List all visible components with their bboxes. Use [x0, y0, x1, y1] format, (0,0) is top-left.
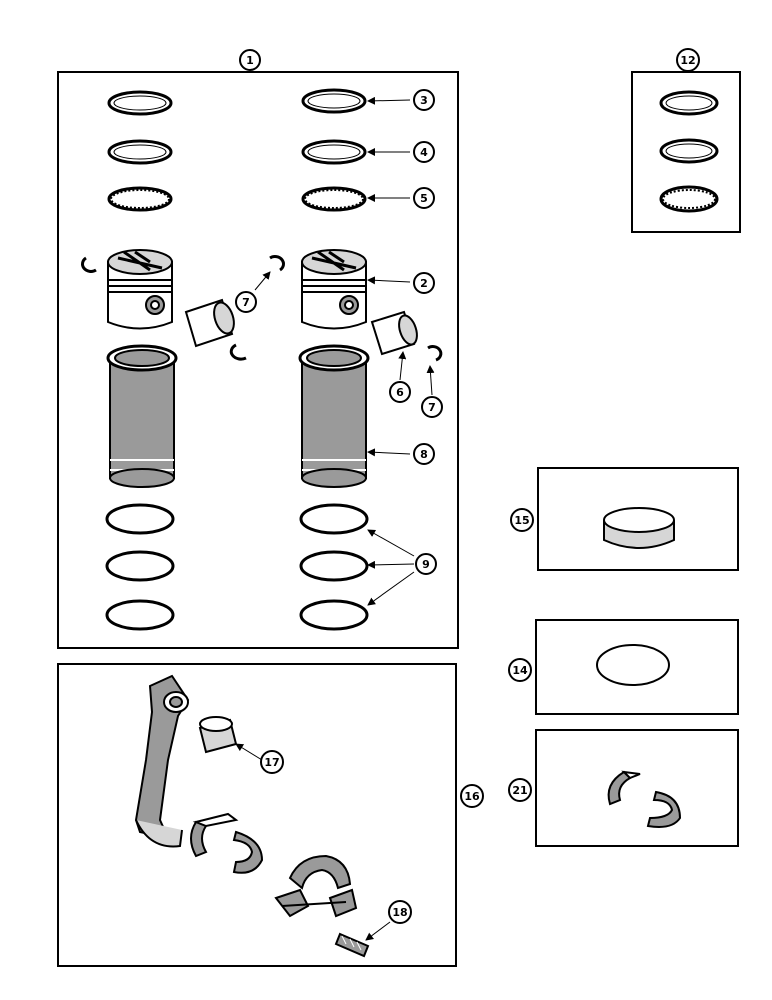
callout-2: 2	[413, 272, 435, 294]
ring-set-12	[659, 90, 719, 213]
svg-text:9: 9	[422, 558, 430, 571]
callout-4: 4	[413, 141, 435, 163]
piston-left	[107, 249, 173, 330]
svg-text:5: 5	[420, 192, 428, 205]
callout-3: 3	[413, 89, 435, 111]
svg-text:21: 21	[512, 784, 527, 797]
ring-stack-right	[301, 88, 367, 212]
rod-bearing-halves-21	[607, 770, 682, 828]
callout-5: 5	[413, 187, 435, 209]
sleeve-shim-frame	[537, 467, 739, 571]
piston-kit-frame	[57, 71, 459, 649]
o-rings-right	[299, 503, 369, 631]
svg-text:6: 6	[396, 386, 404, 399]
svg-text:4: 4	[420, 146, 428, 159]
callout-16: 16	[460, 784, 484, 808]
piston-pin-left	[184, 298, 235, 348]
rod-bushing	[198, 716, 238, 754]
callout-7b: 7	[421, 396, 443, 418]
svg-text:2: 2	[420, 277, 428, 290]
cylinder-sleeve-left	[106, 344, 178, 488]
o-rings-left	[105, 503, 175, 631]
snap-ring-right	[427, 345, 443, 362]
svg-text:17: 17	[264, 756, 279, 769]
callout-18: 18	[388, 900, 412, 924]
piston-right	[301, 249, 367, 330]
ring-set-frame	[631, 71, 741, 233]
callout-14: 14	[508, 658, 532, 682]
svg-text:3: 3	[420, 94, 428, 107]
callout-8: 8	[413, 443, 435, 465]
connecting-rod-frame	[57, 663, 457, 967]
svg-text:16: 16	[464, 790, 480, 803]
sleeve-seal-frame	[535, 619, 739, 715]
svg-text:15: 15	[514, 514, 529, 527]
cylinder-sleeve-right	[298, 344, 370, 488]
rod-cap	[274, 854, 358, 918]
rod-bearing-upper	[190, 812, 264, 874]
sleeve-seal	[596, 644, 670, 686]
svg-text:7: 7	[428, 401, 436, 414]
svg-text:8: 8	[420, 448, 428, 461]
callout-6: 6	[389, 381, 411, 403]
svg-text:1: 1	[246, 54, 254, 67]
svg-text:7: 7	[242, 296, 250, 309]
callout-7a: 7	[235, 291, 257, 313]
callout-15: 15	[510, 508, 534, 532]
ring-stack-left	[107, 90, 173, 212]
snap-rings-left	[81, 255, 285, 361]
rod-bearing-frame	[535, 729, 739, 847]
sleeve-shim	[603, 507, 675, 549]
svg-text:14: 14	[512, 664, 528, 677]
leader-lines	[235, 96, 435, 941]
callout-9: 9	[415, 553, 437, 575]
callout-12: 12	[676, 48, 700, 72]
rod-bolt	[334, 932, 370, 958]
svg-text:18: 18	[392, 906, 407, 919]
connecting-rod	[134, 674, 190, 848]
piston-pin-right	[370, 310, 418, 356]
callout-17: 17	[260, 750, 284, 774]
svg-text:12: 12	[680, 54, 695, 67]
callout-21: 21	[508, 778, 532, 802]
callout-1: 1	[239, 49, 261, 71]
